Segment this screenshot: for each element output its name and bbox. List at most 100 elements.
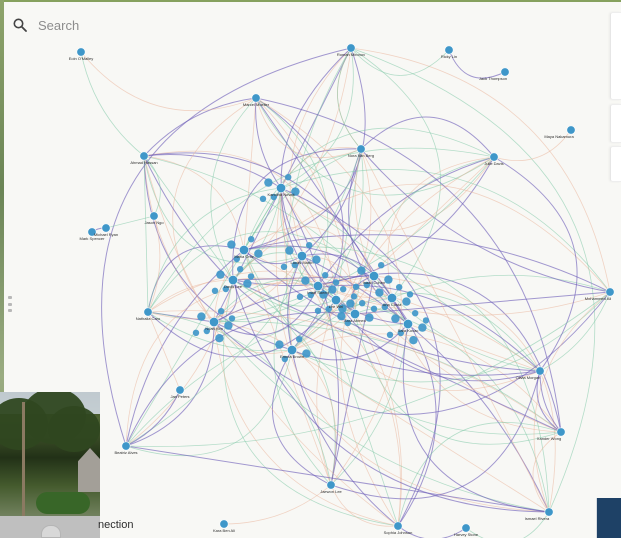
graph-node[interactable] [402,297,411,306]
graph-node-circle[interactable] [286,344,297,355]
graph-node-circle[interactable] [275,183,286,194]
graph-node-circle[interactable] [368,270,379,281]
graph-node[interactable] [237,266,244,273]
graph-node[interactable]: Mohammed Ali [585,287,615,301]
graph-node-circle[interactable] [566,125,576,135]
graph-node[interactable]: Mark Spencer [80,227,106,241]
graph-node-circle[interactable] [500,67,510,77]
graph-node[interactable] [281,355,288,363]
graph-node[interactable]: Noah Kim [205,316,223,331]
graph-node[interactable] [359,300,366,307]
graph-node[interactable]: Nora Van Berg [348,144,374,158]
graph-node[interactable]: Julie Davis [484,152,504,166]
graph-node[interactable] [192,329,200,336]
graph-node[interactable] [254,249,263,258]
graph-node[interactable]: Jack Thompson [479,67,510,81]
graph-node[interactable]: Eoin O'Malley [69,47,94,61]
graph-node-circle[interactable] [239,245,250,256]
graph-node-circle[interactable] [535,366,545,376]
graph-node-circle[interactable] [209,316,220,327]
graph-node[interactable] [397,329,404,337]
graph-node[interactable] [296,293,304,300]
right-panel-card[interactable] [610,104,621,143]
graph-node[interactable] [386,331,394,338]
graph-node[interactable]: Sophia Johnson [384,521,413,535]
graph-node-circle[interactable] [356,144,366,154]
graph-node-circle[interactable] [219,519,229,529]
graph-node[interactable] [280,263,288,270]
graph-node[interactable] [328,285,337,294]
graph-node[interactable] [357,266,366,275]
graph-node[interactable] [227,240,236,249]
graph-node-circle[interactable] [346,43,356,53]
graph-node[interactable]: Ricky Lin [441,45,457,59]
graph-node-circle[interactable] [296,251,307,262]
graph-node-circle[interactable] [251,93,261,103]
graph-node-circle[interactable] [76,47,86,57]
graph-node[interactable]: Marcel Moeller [243,93,270,107]
graph-node[interactable] [412,310,419,317]
graph-node[interactable] [224,321,233,330]
graph-node-circle[interactable] [605,287,615,297]
graph-node[interactable] [375,288,384,297]
graph-node-circle[interactable] [312,280,323,291]
graph-node[interactable]: Emma Brown [280,344,304,359]
graph-node[interactable] [302,349,311,358]
graph-node-circle[interactable] [330,294,341,305]
graph-node[interactable]: Olivia Morgan [516,366,545,380]
graph-node[interactable] [222,285,229,293]
graph-node-circle[interactable] [386,292,397,303]
graph-node[interactable] [243,279,252,288]
graph-node[interactable]: Ana Costa [383,292,402,307]
right-panel-card[interactable] [610,146,621,182]
graph-node[interactable]: Lee Wei [329,294,344,309]
graph-node[interactable] [233,255,240,263]
graph-node[interactable]: Ismael Rivera [525,507,554,521]
graph-node[interactable] [350,293,358,300]
graph-node-circle[interactable] [149,211,159,221]
graph-node[interactable] [340,286,347,293]
graph-node-circle[interactable] [461,523,471,533]
graph-node[interactable] [197,312,206,321]
graph-node[interactable] [312,255,321,264]
graph-node[interactable]: Zara Ahmed [344,308,366,323]
graph-node[interactable]: David Lee [224,274,243,289]
graph-node[interactable]: Jason Ngo [144,211,164,225]
graph-node[interactable]: Sara Kovac [398,318,419,333]
graph-node[interactable] [264,178,273,187]
graph-node[interactable] [418,323,427,332]
graph-node[interactable] [381,303,388,311]
graph-node-circle[interactable] [444,45,454,55]
graph-node-circle[interactable] [139,151,149,161]
graph-node[interactable] [301,276,310,285]
graph-node[interactable]: Harvey Stone [454,523,479,537]
graph-node[interactable]: Beatriz Alves [114,441,138,455]
graph-node[interactable] [422,317,430,324]
graph-node[interactable] [370,305,378,312]
graph-node[interactable] [215,334,224,343]
graph-node-circle[interactable] [489,152,499,162]
graph-node[interactable]: Karolina Novak [267,183,295,197]
graph-node[interactable] [285,174,292,181]
graph-node-circle[interactable] [556,427,566,437]
graph-node[interactable] [346,299,355,308]
graph-node[interactable] [352,283,360,290]
search-label[interactable]: Search [38,17,80,33]
graph-node-circle[interactable] [87,227,97,237]
graph-node-circle[interactable] [402,318,413,329]
graph-node[interactable]: Maya Nakamura [544,125,576,139]
graph-node[interactable]: Roman Mironov [337,43,365,57]
graph-node[interactable] [378,262,385,269]
graph-node[interactable] [291,187,300,196]
graph-node[interactable] [314,307,322,314]
graph-node[interactable] [248,236,255,243]
graph-node[interactable] [391,314,400,323]
graph-node[interactable] [275,340,284,349]
graph-node[interactable] [285,246,294,255]
graph-node[interactable] [384,275,393,284]
graph-node[interactable] [319,290,328,299]
graph-node-circle[interactable] [326,480,336,490]
graph-node-circle[interactable] [121,441,131,451]
graph-node[interactable] [216,270,225,279]
